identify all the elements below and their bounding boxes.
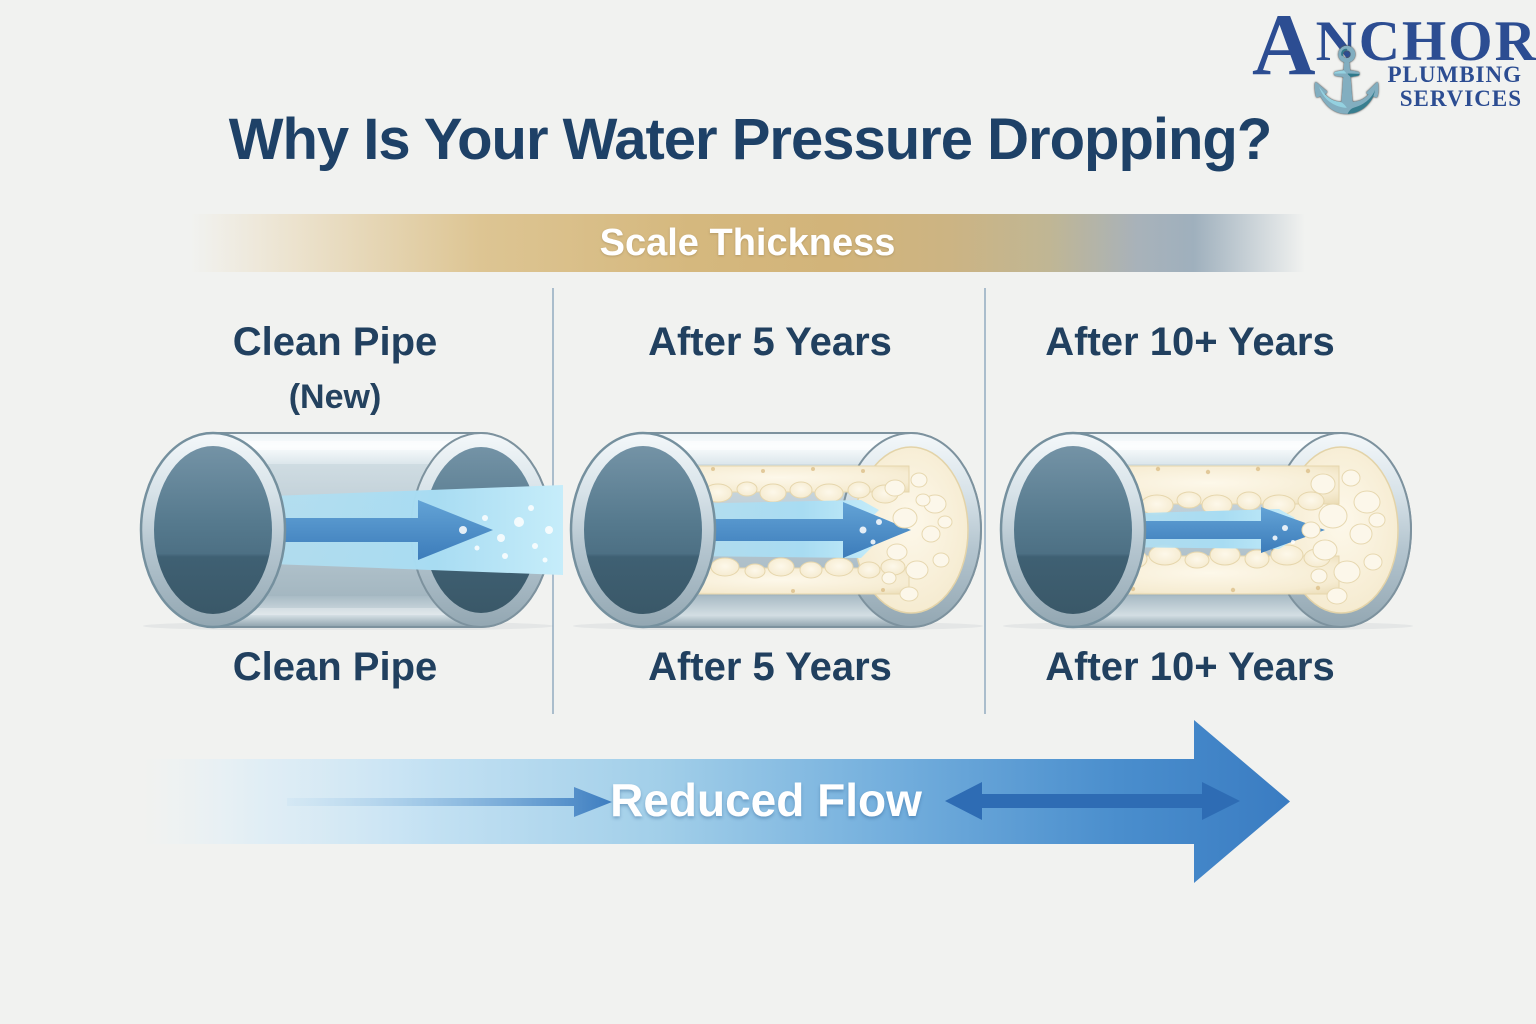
column-header-after-10-years: After 10+ Years <box>1045 320 1335 364</box>
caption-after-10-years: After 10+ Years <box>1045 645 1335 689</box>
pipe-illustration-clean <box>139 431 563 630</box>
flow-arrow-left-small <box>287 787 612 817</box>
scale-thickness-label: Scale Thickness <box>599 222 896 264</box>
pipe-illustration-after-5-years <box>569 431 983 630</box>
anchor-icon: ⚓ <box>1308 47 1386 116</box>
page-title: Why Is Your Water Pressure Dropping? <box>228 107 1273 172</box>
brand-services: SERVICES <box>1399 86 1522 112</box>
brand-tagline: PLUMBING SERVICES <box>1388 57 1523 111</box>
brand-logo: ANCHOR ⚓ PLUMBING SERVICES <box>1252 2 1536 124</box>
brand-plumbing: PLUMBING <box>1387 62 1522 88</box>
reduced-flow-arrow <box>142 720 1290 883</box>
column-header-after-5-years: After 5 Years <box>648 320 892 364</box>
reduced-flow-label: Reduced Flow <box>610 774 922 826</box>
brand-initial: A <box>1252 0 1316 94</box>
scale-thickness-bar: Scale Thickness <box>190 214 1305 272</box>
pipe-illustration-after-10-years <box>999 431 1413 630</box>
column-divider <box>984 288 986 714</box>
brand-rest: NCHOR <box>1315 10 1536 73</box>
column-header-clean-pipe: Clean Pipe <box>232 320 438 364</box>
flow-arrow-right-double <box>945 782 1240 820</box>
caption-clean-pipe: Clean Pipe <box>232 645 438 689</box>
caption-after-5-years: After 5 Years <box>648 645 892 689</box>
column-subheader-new: (New) <box>288 378 382 416</box>
brand-name: ANCHOR <box>1252 2 1536 90</box>
